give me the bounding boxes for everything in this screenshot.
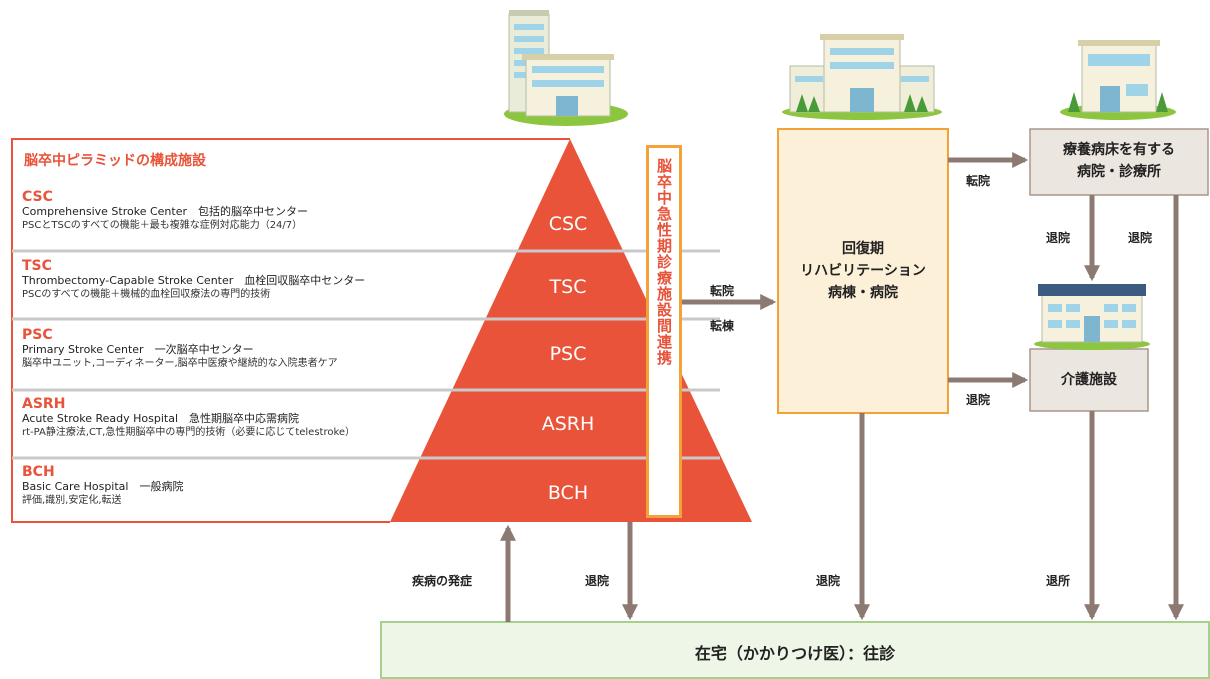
- level-name: Thrombectomy-Capable Stroke Center 血栓回収脳…: [22, 274, 366, 287]
- label-rehab-to-longterm: 転院: [966, 174, 991, 188]
- level-psc: PSC Primary Stroke Center 一次脳卒中センター 脳卒中ユ…: [22, 328, 338, 371]
- level-separators: [12, 249, 720, 460]
- pyramid-panel-frame: [11, 138, 570, 523]
- longterm-line2: 病院・診療所: [1077, 164, 1161, 180]
- level-desc: rt-PA静注療法,CT,急性期脳卒中の専門的技術（必要に応じてtelestro…: [22, 427, 356, 438]
- level-code: BCH: [22, 464, 55, 480]
- clinic-building-icon: [1060, 40, 1176, 120]
- rehab-hospital-building-icon: [782, 34, 942, 120]
- flow-arrows: [499, 151, 1185, 622]
- level-desc: 評価,識別,安定化,転送: [22, 495, 122, 506]
- level-asrh: ASRH Acute Stroke Ready Hospital 急性期脳卒中応…: [22, 397, 355, 440]
- label-rehab-to-care: 退院: [966, 393, 991, 407]
- level-name: Comprehensive Stroke Center 包括的脳卒中センター: [22, 205, 308, 218]
- rehab-line3: 病棟・病院: [828, 285, 898, 301]
- rehab-box-text: 回復期 リハビリテーション 病棟・病院: [778, 238, 948, 304]
- acute-hospital-building-icon: [504, 10, 628, 126]
- level-tsc: TSC Thrombectomy-Capable Stroke Center 血…: [22, 259, 365, 302]
- label-transfer-hospital: 転院: [710, 284, 735, 298]
- longterm-line1: 療養病床を有する: [1063, 142, 1175, 158]
- pyramid-label-asrh: ASRH: [541, 413, 595, 435]
- stroke-pyramid: [390, 139, 752, 522]
- acute-link-box: 脳卒中急性期診療施設間連携: [646, 145, 682, 518]
- pyramid-panel-title: 脳卒中ピラミッドの構成施設: [24, 153, 206, 169]
- home-box: [380, 621, 1210, 679]
- label-care-discharge: 退所: [1046, 574, 1071, 588]
- label-longterm-to-care: 退院: [1046, 231, 1071, 245]
- label-rehab-discharge: 退院: [816, 574, 841, 588]
- home-box-label: 在宅（かかりつけ医）：往診: [694, 644, 896, 663]
- label-onset: 疾病の発症: [412, 574, 473, 588]
- level-csc: CSC Comprehensive Stroke Center 包括的脳卒中セン…: [22, 190, 308, 233]
- label-transfer-ward: 転棟: [710, 319, 735, 333]
- pyramid-label-tsc: TSC: [549, 276, 587, 298]
- rehab-box: [777, 128, 949, 414]
- level-code: CSC: [22, 189, 53, 205]
- longterm-box-text: 療養病床を有する 病院・診療所: [1030, 139, 1208, 183]
- longterm-box: [1029, 128, 1209, 196]
- level-code: PSC: [22, 327, 53, 343]
- label-longterm-to-home: 退院: [1128, 231, 1153, 245]
- level-name: Basic Care Hospital 一般病院: [22, 480, 184, 493]
- care-facility-building-icon: [1034, 284, 1150, 350]
- pyramid-label-bch: BCH: [547, 482, 589, 504]
- rehab-line1: 回復期: [842, 241, 884, 257]
- level-name: Primary Stroke Center 一次脳卒中センター: [22, 343, 254, 356]
- level-code: ASRH: [22, 396, 66, 412]
- level-code: TSC: [22, 258, 52, 274]
- care-box-label: 介護施設: [1061, 372, 1117, 388]
- pyramid-label-csc: CSC: [548, 213, 588, 235]
- level-desc: PSCのすべての機能＋機械的血栓回収療法の専門的技術: [22, 289, 271, 300]
- rehab-line2: リハビリテーション: [800, 263, 926, 279]
- level-desc: 脳卒中ユニット,コーディネーター,脳卒中医療や継続的な入院患者ケア: [22, 358, 338, 369]
- level-name: Acute Stroke Ready Hospital 急性期脳卒中応需病院: [22, 412, 300, 425]
- pyramid-label-psc: PSC: [549, 343, 587, 365]
- level-bch: BCH Basic Care Hospital 一般病院 評価,識別,安定化,転…: [22, 465, 183, 508]
- level-desc: PSCとTSCのすべての機能＋最も複雑な症例対応能力（24/7）: [22, 220, 303, 231]
- label-pyramid-discharge: 退院: [585, 574, 610, 588]
- acute-link-label: 脳卒中急性期診療施設間連携: [655, 158, 673, 366]
